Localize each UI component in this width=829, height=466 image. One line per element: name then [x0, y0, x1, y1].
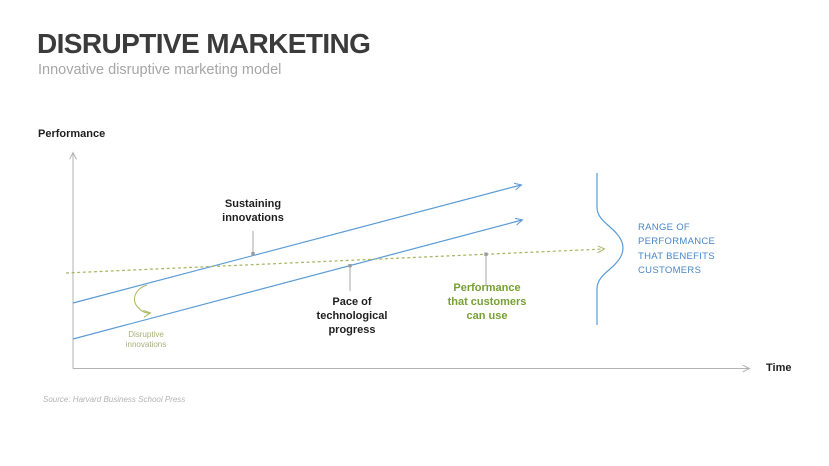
- pace-of-progress-label-line2: technological: [316, 310, 388, 322]
- customer-usable-performance-dashed-line: [65, 249, 604, 274]
- disruptive-innovations-label-line2: innovations: [125, 339, 167, 349]
- pace-of-progress-label: Pace of technological progress: [317, 295, 388, 337]
- sustaining-trajectory-upper-line: [72, 185, 521, 304]
- range-of-performance-label-line4: CUSTOMERS: [638, 265, 702, 277]
- range-of-performance-label-line1: RANGE OF: [638, 222, 691, 233]
- range-of-performance-label-line3: THAT BENEFITS: [638, 250, 715, 262]
- disruptive-innovations-label-line1: Disruptive: [128, 330, 164, 339]
- customers-callout-connector: [484, 252, 488, 286]
- disruptive-innovations-label: Disruptive innovations: [126, 330, 166, 349]
- source-attribution: Source: Harvard Business School Press: [43, 395, 186, 404]
- pace-of-progress-label-line1: Pace of: [332, 296, 372, 308]
- range-of-performance-curve: [596, 173, 624, 325]
- customer-usable-performance-label-line1: Performance: [453, 282, 521, 294]
- sustaining-trajectory-lower-line: [72, 220, 522, 340]
- pace-callout-connector: [348, 264, 352, 291]
- sustaining-innovations-label-line1: Sustaining: [224, 198, 282, 210]
- page-subtitle: Innovative disruptive marketing model: [38, 62, 282, 78]
- customer-usable-performance-label-line3: can use: [466, 310, 508, 322]
- range-of-performance-label-line2: PERFORMANCE: [638, 236, 716, 248]
- customer-usable-performance-label: Performance that customers can use: [448, 281, 527, 323]
- y-axis-label: Performance: [38, 128, 106, 140]
- sustaining-callout-connector: [251, 231, 255, 256]
- range-of-performance-label: RANGE OF PERFORMANCE THAT BENEFITS CUSTO…: [638, 221, 715, 279]
- pace-of-progress-label-line3: progress: [328, 324, 376, 336]
- page-title: DISRUPTIVE MARKETING: [37, 28, 371, 59]
- customer-usable-performance-label-line2: that customers: [447, 296, 527, 308]
- disruptive-innovation-curved-arrow: [134, 284, 150, 313]
- sustaining-innovations-label: Sustaining innovations: [222, 197, 284, 225]
- sustaining-innovations-label-line2: innovations: [222, 212, 284, 224]
- x-axis-label: Time: [766, 362, 792, 374]
